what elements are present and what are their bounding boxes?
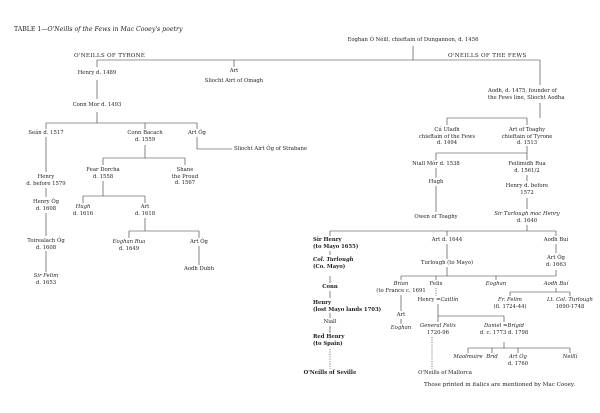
person-fr-felim: Fr. Felim(fl. 1724-44) bbox=[493, 297, 527, 310]
person-maolmuire: Maolmuire bbox=[453, 354, 483, 360]
person-col-turlough: Col. Turlough(Co. Mayo) bbox=[313, 257, 354, 270]
italics-footnote: Those printed in italics are mentioned b… bbox=[424, 382, 576, 388]
table-caption: TABLE 1—O'Neills of the Fews in Mac Cooe… bbox=[14, 26, 183, 33]
line-oneills-of-mallorca: O'Neills of Mallorca bbox=[418, 370, 472, 376]
person-art-1644: Art d. 1644 bbox=[431, 237, 463, 243]
branch-label-tyrone: O'NEILLS OF TYRONE bbox=[74, 53, 146, 59]
person-art-omagh: Art bbox=[229, 68, 239, 74]
person-art-og: Art Óg bbox=[188, 130, 206, 136]
line-sliocht-airt-omagh: Sliocht Airt of Omagh bbox=[204, 78, 264, 84]
table-title: O'Neills of the Fews in Mac Cooey's poet… bbox=[47, 26, 183, 33]
person-hugh-toaghy: Hugh bbox=[428, 179, 444, 185]
person-red-henry: Red Henry(to Spain) bbox=[313, 334, 345, 347]
person-conn: Conn bbox=[322, 284, 338, 290]
person-neilli: Neillí bbox=[562, 354, 578, 360]
person-eoghan-3: Eoghan bbox=[390, 325, 412, 331]
line-oneills-of-seville: O'Neills of Seville bbox=[303, 370, 357, 376]
person-niall: Niall bbox=[323, 319, 337, 325]
table-number: TABLE 1 bbox=[14, 26, 42, 33]
branch-label-fews: O'NEILLS OF THE FEWS bbox=[448, 53, 527, 59]
person-turlough-to-mayo: Turlough (to Mayo) bbox=[420, 260, 474, 266]
person-aodh-dubh: Aodh Dubh bbox=[184, 266, 214, 272]
person-sean-1517: Seán d. 1517 bbox=[28, 130, 64, 136]
person-henry-1489: Henry d. 1489 bbox=[77, 70, 117, 76]
person-brian: Brian(to France c. 1691 bbox=[376, 281, 426, 294]
person-felix: Felix bbox=[429, 281, 443, 287]
person-conn-mor: Conn Mor d. 1493 bbox=[72, 102, 122, 108]
person-art-3: Art bbox=[396, 312, 406, 318]
person-brid: Bríd bbox=[486, 354, 498, 360]
person-owen-of-toaghy: Owen of Toaghy bbox=[414, 214, 458, 220]
person-aodh-bui: Aodh Buí bbox=[543, 237, 569, 243]
person-sir-henry: Sir Henry(to Mayo 1655) bbox=[313, 237, 359, 250]
person-aodh-bui-2: Aodh Buí bbox=[543, 281, 569, 287]
line-sliocht-airt-og-strabane: Sliocht Airt Óg of Strabane bbox=[234, 146, 308, 152]
person-henry-lost-mayo: Henry(lost Mayo lands 1703) bbox=[313, 300, 382, 313]
person-niall-mor: Niall Mór d. 1538 bbox=[412, 161, 460, 167]
person-eoghan-o-neill: Eoghan Ó Néill, chieftain of Dungannon, … bbox=[347, 37, 479, 43]
person-eoghan-2: Eoghan bbox=[485, 281, 507, 287]
person-art-og-2: Art Óg bbox=[190, 239, 208, 245]
couple-henry-caitlin: Henry =Caitlín bbox=[417, 297, 459, 303]
